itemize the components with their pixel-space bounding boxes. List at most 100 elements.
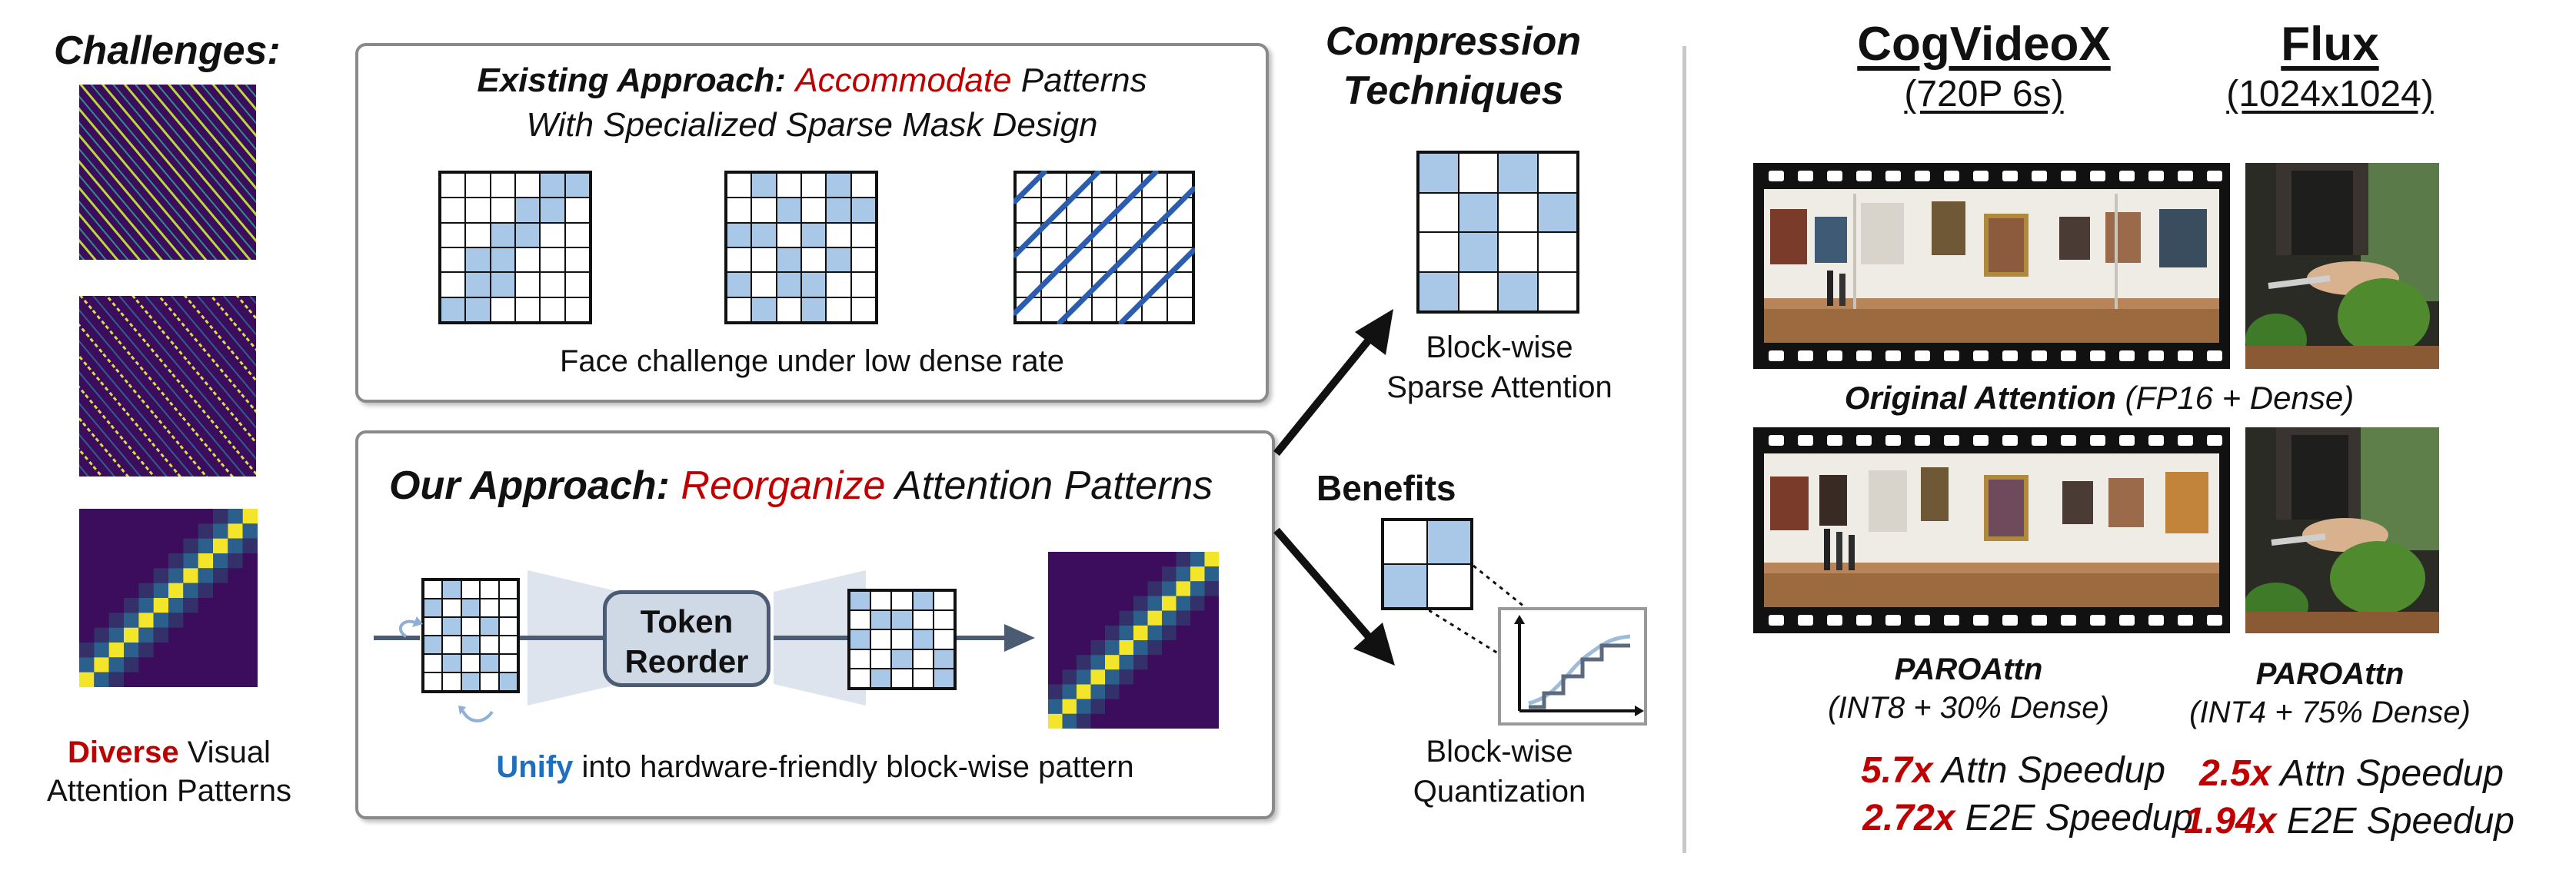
flux-title: Flux <box>2281 18 2379 71</box>
benefits-label: Benefits <box>1316 468 1456 508</box>
grid-cell <box>442 580 461 599</box>
grid-cell <box>1117 272 1143 297</box>
grid-cell <box>461 672 481 691</box>
caption-diverse: Diverse <box>68 736 179 769</box>
flux-original-image <box>2245 163 2439 369</box>
compression-title: Compression Techniques <box>1300 17 1607 115</box>
grid-cell <box>564 173 590 198</box>
grid-cell <box>850 297 876 322</box>
grid-cell <box>461 580 481 599</box>
grid-cell <box>424 636 443 654</box>
grid-cell <box>540 198 565 223</box>
grid-cell <box>800 173 827 198</box>
grid-cell <box>564 272 590 297</box>
token-reorder-box: Token Reorder <box>603 590 770 687</box>
grid-cell <box>514 297 541 322</box>
existing-approach-title: Existing Approach: Accommodate Patterns … <box>358 58 1266 148</box>
grid-cell <box>498 672 518 691</box>
grid-cell <box>465 272 491 297</box>
sparse-mask-grid-diagonal <box>1013 171 1195 324</box>
grid-cell <box>1091 297 1117 322</box>
grid-cell <box>850 668 871 688</box>
grid-cell <box>751 272 777 297</box>
attention-pattern-stripes <box>79 85 256 260</box>
grid-cell <box>850 198 876 223</box>
grid-cell <box>1419 192 1459 232</box>
quantization-zoom <box>1429 564 1647 726</box>
grid-cell <box>490 173 515 198</box>
our-title-rest: Attention Patterns <box>885 463 1213 508</box>
grid-cell <box>540 247 565 273</box>
grid-cell <box>776 297 801 322</box>
grid-cell <box>442 672 461 691</box>
flux-attn-speedup: 2.5x Attn Speedup <box>2199 753 2504 794</box>
grid-cell <box>850 247 876 273</box>
grid-cell <box>891 629 913 649</box>
grid-cell <box>727 297 752 322</box>
our-caption: Unify into hardware-friendly block-wise … <box>358 750 1272 785</box>
grid-cell <box>498 654 518 672</box>
existing-title-red: Accommodate <box>795 61 1012 99</box>
grid-cell <box>441 198 466 223</box>
grid-cell <box>1066 272 1092 297</box>
grid-cell <box>1167 247 1193 273</box>
our-approach-title: Our Approach: Reorganize Attention Patte… <box>389 463 1213 509</box>
compression-title-line2: Techniques <box>1343 68 1564 113</box>
grid-cell <box>1537 232 1577 272</box>
quant-caption-line1: Block-wise <box>1426 735 1573 769</box>
grid-cell <box>514 173 541 198</box>
grid-cell <box>891 591 913 611</box>
cogvideox-title: CogVideoX <box>1857 18 2111 71</box>
attention-pattern-block-diagonal <box>79 509 258 687</box>
grid-cell <box>461 617 481 636</box>
existing-title-line2: With Specialized Sparse Mask Design <box>526 106 1098 144</box>
cogvideox-subtitle: (720P 6s) <box>1904 74 2064 115</box>
grid-cell <box>1498 232 1538 272</box>
grid-cell <box>727 173 752 198</box>
grid-cell <box>826 247 851 273</box>
block-sparse-grid <box>1416 151 1579 314</box>
grid-cell <box>1383 564 1427 608</box>
grid-cell <box>751 222 777 247</box>
grid-cell <box>850 610 871 630</box>
cog-e2e-speedup: 2.72x E2E Speedup <box>1862 798 2193 838</box>
our-title-red: Reorganize <box>681 463 886 508</box>
cogvideox-speedups: 5.7x Attn Speedup 2.72x E2E Speedup <box>1739 747 2193 842</box>
grid-cell <box>850 272 876 297</box>
grid-cell <box>461 654 481 672</box>
grid-cell <box>424 617 443 636</box>
grid-cell <box>564 222 590 247</box>
attention-pattern-dotted <box>79 296 256 477</box>
grid-cell <box>465 247 491 273</box>
benefit-arrows <box>1273 309 1395 666</box>
sparse-mask-grid-2 <box>724 171 878 324</box>
grid-cell <box>1498 153 1538 193</box>
cogvideox-original-filmstrip <box>1753 163 2230 369</box>
grid-cell <box>490 247 515 273</box>
challenges-title: Challenges: <box>54 28 281 73</box>
grid-cell <box>933 668 954 688</box>
grid-cell <box>870 629 892 649</box>
grid-cell <box>912 610 934 630</box>
grid-cell <box>776 247 801 273</box>
grid-cell <box>1142 247 1168 273</box>
cog-config: (INT8 + 30% Dense) <box>1828 691 2109 725</box>
grid-cell <box>480 617 499 636</box>
flux-subtitle: (1024x1024) <box>2226 74 2434 115</box>
grid-cell <box>1142 272 1168 297</box>
grid-cell <box>751 198 777 223</box>
quant-block-grid <box>1381 518 1473 610</box>
grid-cell <box>441 297 466 322</box>
grid-cell <box>424 654 443 672</box>
grid-cell <box>490 222 515 247</box>
token-label: Token <box>640 603 734 639</box>
grid-cell <box>826 222 851 247</box>
grid-cell <box>826 297 851 322</box>
grid-cell <box>800 297 827 322</box>
original-attention-label: Original Attention (FP16 + Dense) <box>1753 380 2445 417</box>
grid-cell <box>1016 198 1041 223</box>
cogvideox-method-label: PAROAttn (INT8 + 30% Dense) <box>1761 650 2176 727</box>
flux-header: Flux (1024x1024) <box>2176 17 2484 115</box>
grid-cell <box>465 198 491 223</box>
caption-attention-patterns: Attention Patterns <box>47 774 291 808</box>
